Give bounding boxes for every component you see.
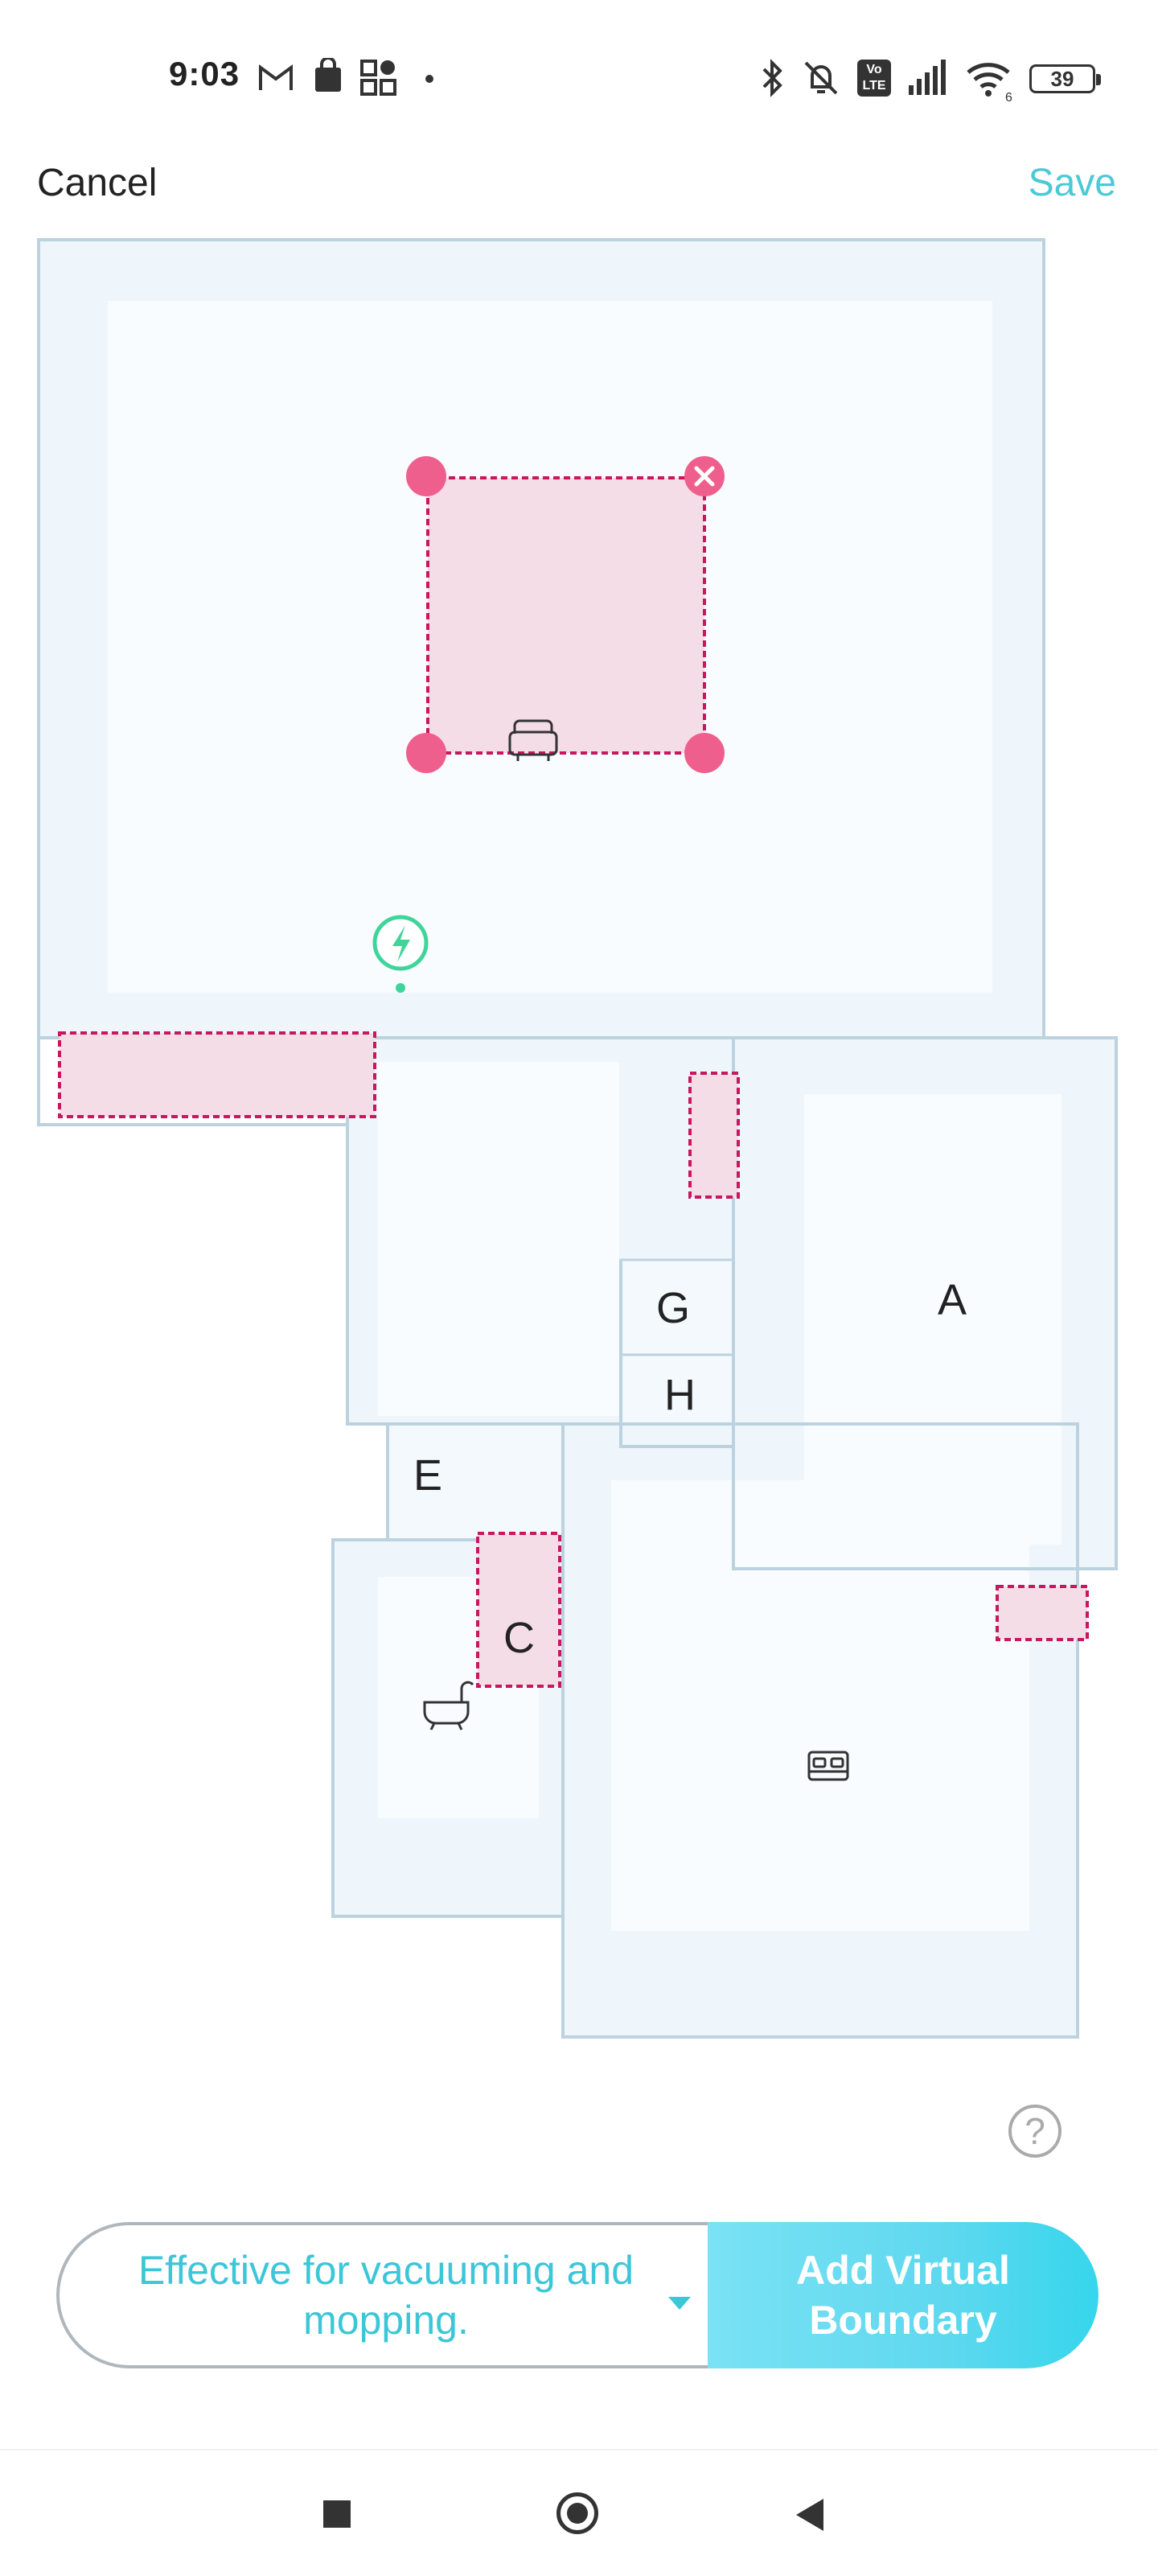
battery-icon: 39 (1029, 64, 1101, 93)
map-canvas[interactable]: A G H E C (0, 225, 1158, 2076)
bed-icon (807, 1751, 849, 1781)
back-triangle-icon[interactable] (796, 2499, 823, 2531)
room-label-a: A (938, 1276, 967, 1324)
zone-handle-bottom-left[interactable] (406, 733, 446, 773)
close-icon (694, 466, 715, 487)
add-virtual-boundary-button[interactable]: Add Virtual Boundary (708, 2222, 1098, 2368)
shopping-bag-icon (315, 58, 341, 92)
caret-down-icon (668, 2297, 691, 2310)
zone-handle-top-left[interactable] (406, 456, 446, 496)
dot-icon (425, 75, 433, 83)
mute-vibrate-icon (804, 61, 838, 95)
room-label-c: C (503, 1614, 535, 1662)
status-bar: 9:03 Vo LTE 6 (0, 0, 1158, 161)
cancel-button[interactable]: Cancel (37, 162, 158, 204)
home-circle-icon[interactable] (556, 2492, 598, 2534)
zone-delete-button[interactable] (684, 456, 725, 496)
room-label-e: E (413, 1451, 442, 1500)
help-button[interactable]: ? (1008, 2105, 1062, 2158)
walls (37, 238, 1118, 2039)
no-go-zone-c[interactable] (476, 1532, 561, 1688)
no-go-zone-selected[interactable] (426, 476, 706, 755)
signal-icon (909, 60, 946, 95)
room-label-h: H (664, 1371, 696, 1419)
sofa-icon (508, 719, 558, 761)
system-nav-bar (0, 2449, 1158, 2576)
virtual-zones (58, 476, 1089, 1688)
bluetooth-icon (762, 59, 782, 97)
wifi-icon: 6 (967, 63, 1012, 103)
zone-handle-bottom-right[interactable] (684, 733, 725, 773)
wifi-label: 6 (1005, 91, 1012, 103)
status-time: 9:03 (169, 55, 240, 93)
bathtub-icon (423, 1681, 474, 1730)
no-go-zone-right[interactable] (996, 1585, 1089, 1641)
gmail-icon (259, 64, 293, 90)
battery-level: 39 (1050, 67, 1074, 91)
charging-dock-icon (372, 915, 429, 993)
mode-selector-text: Effective for vacuuming and mopping. (138, 2248, 634, 2343)
save-button[interactable]: Save (1028, 162, 1116, 204)
recents-square-icon[interactable] (323, 2500, 351, 2528)
room-label-g: G (656, 1284, 690, 1332)
grid-apps-icon (360, 60, 396, 96)
volte-icon: Vo LTE (857, 60, 891, 97)
volte-label: Vo LTE (862, 63, 886, 93)
no-go-zone-doorway[interactable] (688, 1072, 740, 1199)
mode-selector[interactable]: Effective for vacuuming and mopping. (56, 2222, 724, 2368)
no-go-zone-left[interactable] (58, 1031, 376, 1118)
